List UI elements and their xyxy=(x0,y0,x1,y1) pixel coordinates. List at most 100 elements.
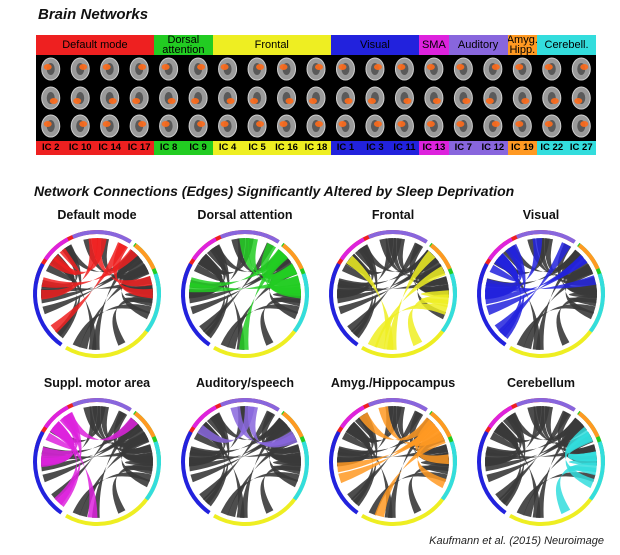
brain-slice xyxy=(218,57,238,81)
brain-slice xyxy=(41,57,61,81)
altered-edge-ribbon xyxy=(338,422,440,484)
citation: Kaufmann et al. (2015) Neuroimage xyxy=(429,535,604,547)
altered-edge-ribbon xyxy=(189,249,286,288)
ic-label: IC 12 xyxy=(478,141,508,155)
panel-title: Cerebellum xyxy=(506,376,576,390)
network-arc xyxy=(329,430,359,515)
altered-edge-ribbon xyxy=(386,250,436,350)
network-arc xyxy=(33,430,63,515)
edge-ribbon xyxy=(272,459,301,475)
network-arc xyxy=(144,441,161,501)
network-arc xyxy=(181,262,211,347)
brain-slice xyxy=(424,57,444,81)
brain-slice xyxy=(483,86,503,110)
ic-label: IC 13 xyxy=(419,141,449,155)
altered-edge-ribbon xyxy=(374,266,446,350)
panel-title: Suppl. motor area xyxy=(43,376,151,390)
altered-edge-ribbon xyxy=(485,275,597,293)
altered-edge-ribbon xyxy=(485,255,588,305)
brain-slice xyxy=(129,114,149,138)
brain-slice xyxy=(542,86,562,110)
brain-slice xyxy=(453,114,473,138)
brain-slice xyxy=(335,114,355,138)
network-arc xyxy=(477,262,507,347)
brain-slice xyxy=(129,86,149,110)
edge-ribbon xyxy=(79,266,150,350)
brain-slice xyxy=(277,114,297,138)
brain-slice xyxy=(218,114,238,138)
network-label: Auditory xyxy=(448,35,508,55)
brain-slice-strip xyxy=(36,55,596,141)
connectogram xyxy=(33,230,161,358)
altered-edge-ribbon xyxy=(62,412,139,441)
brain-slice xyxy=(70,114,90,138)
brain-slice xyxy=(159,86,179,110)
edge-ribbon xyxy=(91,251,139,350)
brain-slice xyxy=(335,57,355,81)
brain-slice xyxy=(277,57,297,81)
brain-slice xyxy=(365,114,385,138)
edge-ribbon xyxy=(204,412,230,507)
ic-label: IC 7 xyxy=(448,141,479,155)
edges-title: Network Connections (Edges) Significantl… xyxy=(34,183,515,199)
edge-ribbon xyxy=(220,304,300,348)
network-arc xyxy=(33,262,63,347)
brain-slice xyxy=(159,57,179,81)
brain-slice xyxy=(41,114,61,138)
altered-edge-ribbon xyxy=(485,253,519,298)
brain-slice xyxy=(247,86,267,110)
network-arc xyxy=(440,441,457,501)
network-arc xyxy=(71,230,132,244)
brain-slices-image xyxy=(41,57,591,138)
ic-label: IC 5 xyxy=(242,141,272,155)
edge-ribbon xyxy=(379,238,444,278)
altered-edge-ribbon xyxy=(489,256,519,282)
edge-ribbon xyxy=(83,406,148,446)
altered-edge-ribbon xyxy=(113,242,153,299)
edge-ribbon xyxy=(489,425,519,449)
brain-slice xyxy=(100,114,120,138)
altered-edge-ribbon xyxy=(50,242,127,333)
edge-ribbon xyxy=(204,244,230,339)
network-label: SMA xyxy=(419,35,449,55)
brain-slice xyxy=(70,86,90,110)
brain-slice xyxy=(453,57,473,81)
altered-edge-ribbon xyxy=(485,245,523,300)
ic-label: IC 3 xyxy=(360,141,390,155)
edge-ribbon xyxy=(568,291,597,307)
panel-title: Dorsal attention xyxy=(197,208,293,222)
altered-edge-ribbon xyxy=(378,406,445,446)
connectogram xyxy=(181,398,309,526)
edge-ribbon xyxy=(527,238,592,278)
network-arc xyxy=(181,430,211,515)
edge-ribbon xyxy=(72,472,152,516)
ic-label: IC 10 xyxy=(65,141,95,155)
network-label: Dorsal attention xyxy=(153,35,213,55)
brain-slice xyxy=(306,57,326,81)
altered-edge-ribbon xyxy=(52,248,80,276)
edge-ribbon xyxy=(337,276,449,292)
edge-ribbon xyxy=(347,410,422,501)
edge-ribbon xyxy=(359,244,434,273)
panel-title: Auditory/speech xyxy=(196,376,294,390)
network-arc xyxy=(429,243,452,270)
network-label: Visual xyxy=(330,35,420,55)
brain-slice xyxy=(306,114,326,138)
edge-ribbon xyxy=(72,304,152,348)
network-arc xyxy=(588,441,605,501)
network-label: Default mode xyxy=(36,35,154,55)
ic-label: IC 1 xyxy=(330,141,361,155)
brain-slice xyxy=(365,57,385,81)
edge-ribbon xyxy=(199,410,274,501)
brain-slice xyxy=(424,86,444,110)
network-arc xyxy=(588,273,605,333)
brain-slice xyxy=(571,114,591,138)
network-arc xyxy=(219,230,280,244)
edge-ribbon xyxy=(507,412,582,441)
brain-slice xyxy=(188,114,208,138)
edge-ribbon xyxy=(527,406,592,446)
edge-ribbon xyxy=(495,410,570,501)
edge-ribbon xyxy=(341,425,371,449)
network-arc xyxy=(191,237,217,261)
edge-ribbon xyxy=(124,459,153,475)
